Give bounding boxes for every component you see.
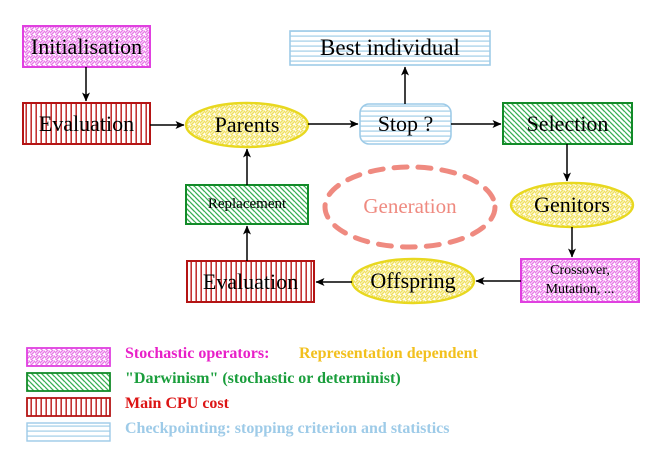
legend-swatch-checkpoint [26, 422, 111, 442]
legend-swatch-cpu [26, 397, 111, 417]
node-generation-boundary [322, 164, 498, 250]
node-selection [502, 102, 633, 145]
label-generation: Generation [363, 194, 457, 218]
legend-label-cpu: Main CPU cost [125, 395, 229, 412]
node-crossover-mutation [520, 258, 640, 303]
node-initialisation [22, 25, 151, 68]
node-replacement [185, 184, 309, 225]
legend-swatch-stochastic [26, 347, 111, 367]
legend-label-stochastic-extra: Representation dependent [299, 345, 478, 362]
legend-label-stochastic: Stochastic operators: [125, 345, 270, 362]
legend-swatch-darwinism [26, 372, 111, 392]
node-best-individual [289, 30, 491, 66]
node-parents [184, 101, 310, 149]
legend-label-checkpoint: Checkpointing: stopping criterion and st… [125, 420, 450, 437]
node-genitors [509, 181, 635, 229]
node-evaluation-top [22, 102, 151, 145]
node-stop [359, 103, 452, 145]
node-evaluation-bottom [186, 260, 315, 303]
node-offspring [350, 257, 476, 305]
legend-label-darwinism: "Darwinism" (stochastic or determinist) [125, 370, 401, 387]
